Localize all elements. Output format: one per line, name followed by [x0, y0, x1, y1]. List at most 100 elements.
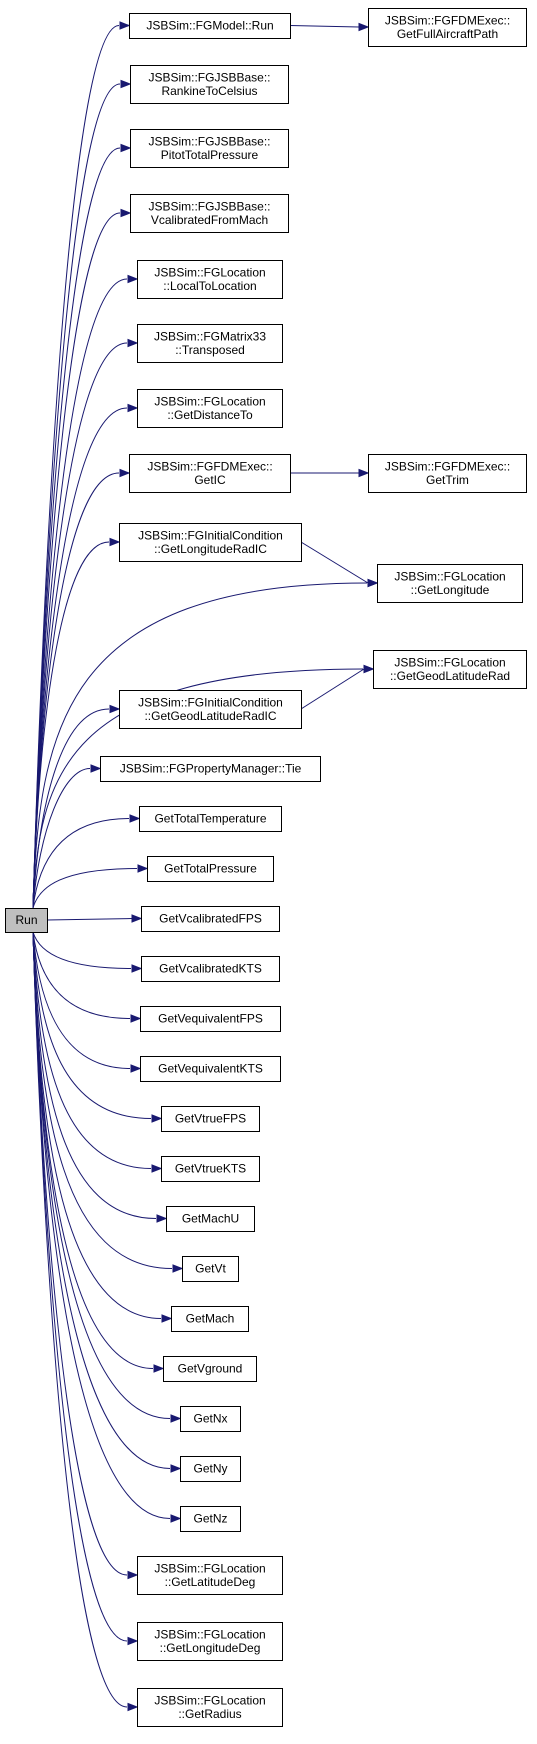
node-getvcalibratedkts[interactable]: GetVcalibratedKTS [141, 956, 280, 982]
edge-getlongituderadic-to-getlongitude [300, 541, 379, 588]
node-getvequivalentkts[interactable]: GetVequivalentKTS [140, 1056, 281, 1082]
edge-line [32, 931, 152, 1169]
node-box [5, 908, 48, 933]
node-label: JSBSim::FGJSBBase:: [148, 134, 270, 148]
node-gettotalpressure[interactable]: GetTotalPressure [147, 856, 274, 882]
node-transposed[interactable]: JSBSim::FGMatrix33::Transposed [137, 324, 283, 363]
node-box [171, 1306, 249, 1332]
node-getlongitudedeg[interactable]: JSBSim::FGLocation::GetLongitudeDeg [137, 1622, 283, 1661]
node-getvequivalentfps[interactable]: GetVequivalentFPS [140, 1006, 281, 1032]
node-label: JSBSim::FGMatrix33 [154, 329, 266, 343]
node-box [141, 906, 280, 932]
node-label: GetTotalPressure [164, 862, 257, 876]
edge-run-to-gettotalpressure [32, 864, 149, 909]
node-box [137, 389, 283, 428]
edge-run-to-getdistanceto [32, 403, 139, 909]
node-gettrim[interactable]: JSBSim::FGFDMExec::GetTrim [368, 454, 527, 493]
node-getgeodlatituderadic[interactable]: JSBSim::FGInitialCondition::GetGeodLatit… [119, 690, 302, 729]
arrowhead [127, 1570, 139, 1580]
edge-line [32, 582, 368, 909]
edge-line [32, 931, 132, 969]
edge-line [46, 918, 133, 921]
node-getvground[interactable]: GetVground [163, 1356, 257, 1382]
arrowhead [127, 403, 139, 413]
node-rankinetocelsius[interactable]: JSBSim::FGJSBBase::RankineToCelsius [130, 65, 289, 104]
arrowhead [129, 814, 141, 823]
arrowhead [172, 1264, 184, 1273]
node-localtolocation[interactable]: JSBSim::FGLocation::LocalToLocation [137, 260, 283, 299]
edge-line [289, 25, 360, 28]
arrowhead [151, 1114, 163, 1123]
node-getnz[interactable]: GetNz [180, 1506, 241, 1532]
arrowhead [156, 1214, 168, 1223]
node-getmachu[interactable]: GetMachU [166, 1206, 255, 1232]
node-box [180, 1406, 241, 1432]
node-getvtruefps[interactable]: GetVtrueFPS [161, 1106, 260, 1132]
node-getlatitudedeg[interactable]: JSBSim::FGLocation::GetLatitudeDeg [137, 1556, 283, 1595]
edge-getic-to-gettrim [290, 468, 370, 478]
node-box [163, 1356, 257, 1382]
node-getlongitude[interactable]: JSBSim::FGLocation::GetLongitude [377, 564, 523, 603]
node-label: GetVcalibratedFPS [159, 912, 262, 926]
node-getlongituderadic[interactable]: JSBSim::FGInitialCondition::GetLongitude… [119, 523, 302, 562]
node-label: GetIC [194, 473, 226, 487]
node-label: JSBSim::FGFDMExec:: [385, 13, 510, 27]
node-box [130, 129, 289, 168]
node-box [161, 1156, 260, 1182]
node-box [130, 194, 289, 233]
node-getfullaircraftpath[interactable]: JSBSim::FGFDMExec::GetFullAircraftPath [368, 8, 527, 47]
node-gettotaltemperature[interactable]: GetTotalTemperature [139, 806, 282, 832]
node-label: GetTotalTemperature [154, 812, 266, 826]
node-label: GetVequivalentFPS [158, 1012, 263, 1026]
arrowhead [131, 914, 143, 923]
node-getgeodlatituderad[interactable]: JSBSim::FGLocation::GetGeodLatitudeRad [373, 650, 527, 689]
edge-run-to-getmachu [32, 931, 168, 1223]
node-vcalibratedfrommach[interactable]: JSBSim::FGJSBBase::VcalibratedFromMach [130, 194, 289, 233]
node-label: Run [15, 913, 37, 927]
node-getvt[interactable]: GetVt [182, 1256, 239, 1282]
node-getdistanceto[interactable]: JSBSim::FGLocation::GetDistanceTo [137, 389, 283, 428]
node-label: GetNx [193, 1412, 227, 1426]
node-label: JSBSim::FGModel::Run [146, 19, 273, 33]
node-pitottotalpressure[interactable]: JSBSim::FGJSBBase::PitotTotalPressure [130, 129, 289, 168]
node-tie[interactable]: JSBSim::FGPropertyManager::Tie [100, 756, 321, 782]
node-run[interactable]: Run [5, 908, 48, 933]
arrowhead [131, 964, 143, 973]
edge-run-to-rankinetocelsius [32, 79, 132, 909]
node-label: JSBSim::FGInitialCondition [138, 695, 283, 709]
arrowhead [109, 704, 121, 714]
node-getny[interactable]: GetNy [180, 1456, 241, 1482]
node-label: JSBSim::FGLocation [154, 1693, 265, 1707]
node-box [368, 8, 527, 47]
arrowhead [127, 338, 139, 348]
node-box [119, 690, 302, 729]
edge-fgmodel-run-to-getfullaircraftpath [289, 22, 370, 32]
node-label: GetVground [178, 1362, 243, 1376]
edge-line [32, 931, 131, 1019]
edge-run-to-getvcalibratedkts [32, 931, 143, 973]
node-getic[interactable]: JSBSim::FGFDMExec::GetIC [129, 454, 291, 493]
node-label: JSBSim::FGLocation [154, 1561, 265, 1575]
node-fgmodel-run[interactable]: JSBSim::FGModel::Run [129, 13, 291, 39]
node-getvtruekts[interactable]: GetVtrueKTS [161, 1156, 260, 1182]
node-label: GetVtrueKTS [175, 1162, 246, 1176]
node-label: JSBSim::FGJSBBase:: [148, 199, 270, 213]
arrowhead [127, 274, 139, 284]
node-getnx[interactable]: GetNx [180, 1406, 241, 1432]
node-box [161, 1106, 260, 1132]
edge-run-to-tie [32, 764, 102, 909]
arrowhead [170, 1464, 182, 1473]
node-label: ::GetDistanceTo [167, 408, 253, 422]
arrowhead [109, 537, 121, 547]
node-box [140, 1056, 281, 1082]
edge-line [32, 541, 110, 909]
node-label: ::LocalToLocation [163, 279, 256, 293]
node-label: PitotTotalPressure [161, 148, 259, 162]
edge-line [32, 931, 157, 1219]
arrowhead [137, 864, 149, 873]
node-getmach[interactable]: GetMach [171, 1306, 249, 1332]
node-box [139, 806, 282, 832]
node-getradius[interactable]: JSBSim::FGLocation::GetRadius [137, 1688, 283, 1727]
node-getvcalibratedfps[interactable]: GetVcalibratedFPS [141, 906, 280, 932]
